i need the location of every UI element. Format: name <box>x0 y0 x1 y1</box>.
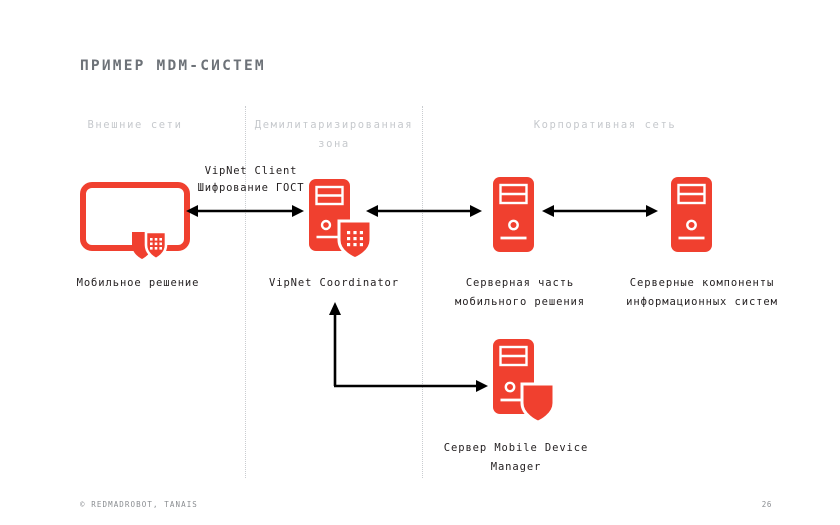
server-icon <box>492 176 536 260</box>
node-label-mdm-server: Сервер Mobile Device Manager <box>443 442 589 473</box>
zone-label-corporate-network: Корпоративная сеть <box>533 119 677 131</box>
zone-label-external-networks: Внешние сети <box>87 119 183 131</box>
node-label-server-components: Серверные компоненты информационных сист… <box>626 277 778 308</box>
connector-mobile-to-coordinator <box>186 202 304 224</box>
node-label-mobile-solution: Мобильное решение <box>76 277 200 289</box>
server-with-dotted-shield-icon <box>308 178 374 264</box>
server-with-shield-icon <box>492 338 556 428</box>
page-title: ПРИМЕР MDM-СИСТЕМ <box>80 58 266 74</box>
connector-coordinator-to-server-part <box>366 202 482 224</box>
server-icon <box>670 176 714 260</box>
zone-divider-left <box>245 106 246 478</box>
footer-page-number: 26 <box>761 500 772 509</box>
node-label-vipnet-coordinator: VipNet Coordinator <box>269 277 399 289</box>
connector-server-part-to-server-components <box>542 202 658 224</box>
zone-divider-right <box>422 106 423 478</box>
annotation-vipnet-client: VipNet Client Шифрование ГОСТ <box>197 165 305 194</box>
tablet-with-shield-icon <box>80 182 208 264</box>
footer-copyright: © REDMADROBOT, TANAIS <box>80 500 198 509</box>
node-label-server-part: Серверная часть мобильного решения <box>455 277 585 308</box>
connector-mdm-to-coordinator-elbow <box>320 302 488 398</box>
zone-label-dmz: Демилитаризированная зона <box>254 119 414 150</box>
